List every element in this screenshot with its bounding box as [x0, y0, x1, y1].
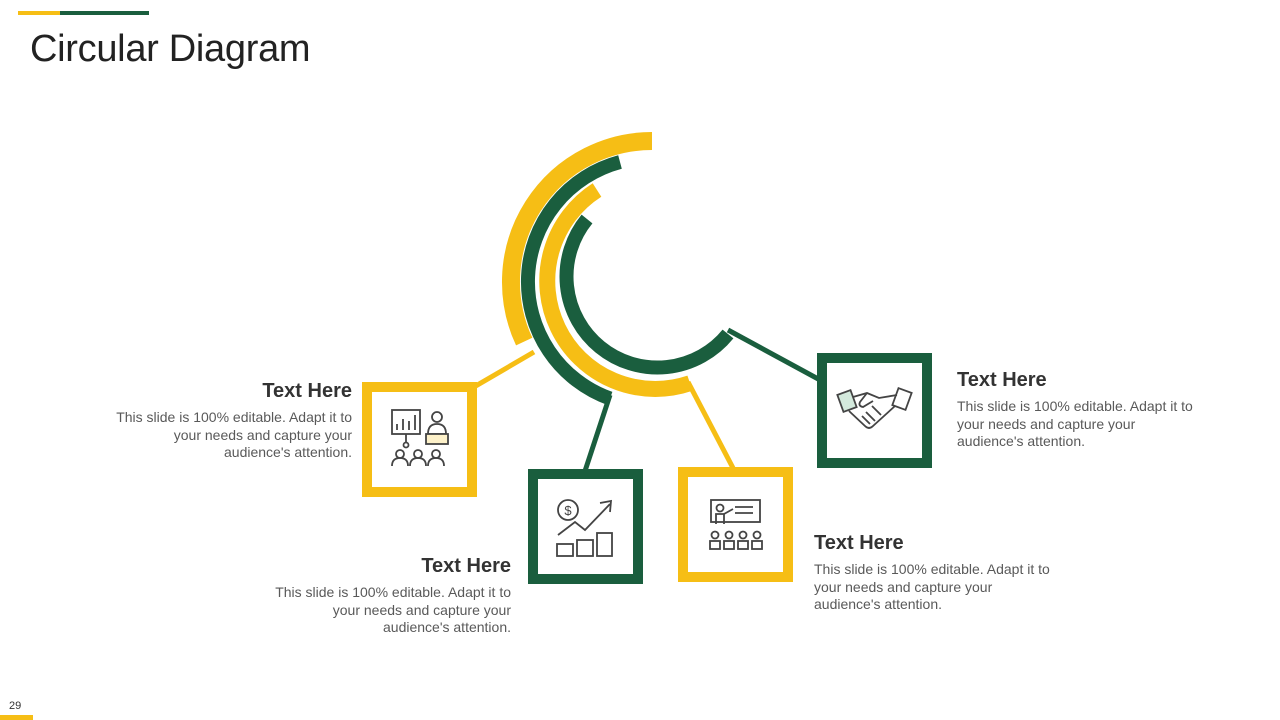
arc-outer-yellow — [502, 132, 653, 346]
text-block-3: Text Here This slide is 100% editable. A… — [814, 532, 1054, 614]
page-number: 29 — [9, 700, 22, 712]
icon-box-2 — [528, 469, 643, 584]
handshake-icon — [836, 386, 913, 429]
top-accent-green — [60, 11, 149, 15]
body-4: This slide is 100% editable. Adapt it to… — [957, 398, 1193, 449]
training-icon — [709, 499, 763, 550]
text-block-2: Text Here This slide is 100% editable. A… — [271, 555, 511, 637]
connector-3 — [685, 380, 736, 470]
connector-1 — [472, 349, 536, 390]
heading-4: Text Here — [957, 369, 1047, 391]
arc-green-inner — [559, 214, 734, 375]
arc-yellow-2 — [539, 183, 693, 397]
icon-box-4 — [817, 353, 932, 468]
bottom-accent — [0, 715, 33, 720]
body-1: This slide is 100% editable. Adapt it to… — [116, 409, 352, 460]
connector-2 — [582, 394, 613, 472]
body-2: This slide is 100% editable. Adapt it to… — [275, 584, 511, 635]
icon-box-3 — [678, 467, 793, 582]
svg-text:$: $ — [564, 503, 572, 518]
heading-3: Text Here — [814, 532, 904, 554]
heading-1: Text Here — [262, 380, 352, 402]
body-3: This slide is 100% editable. Adapt it to… — [814, 561, 1050, 612]
text-block-4: Text Here This slide is 100% editable. A… — [957, 369, 1197, 451]
financial-growth-icon: $ — [556, 499, 613, 557]
top-accent-yellow — [18, 11, 60, 15]
heading-2: Text Here — [421, 555, 511, 577]
icon-box-1 — [362, 382, 477, 497]
arc-green-1 — [521, 155, 622, 406]
slide-title: Circular Diagram — [30, 28, 311, 70]
connector-4 — [726, 327, 822, 383]
text-block-1: Text Here This slide is 100% editable. A… — [112, 380, 352, 462]
presentation-icon — [391, 409, 449, 467]
